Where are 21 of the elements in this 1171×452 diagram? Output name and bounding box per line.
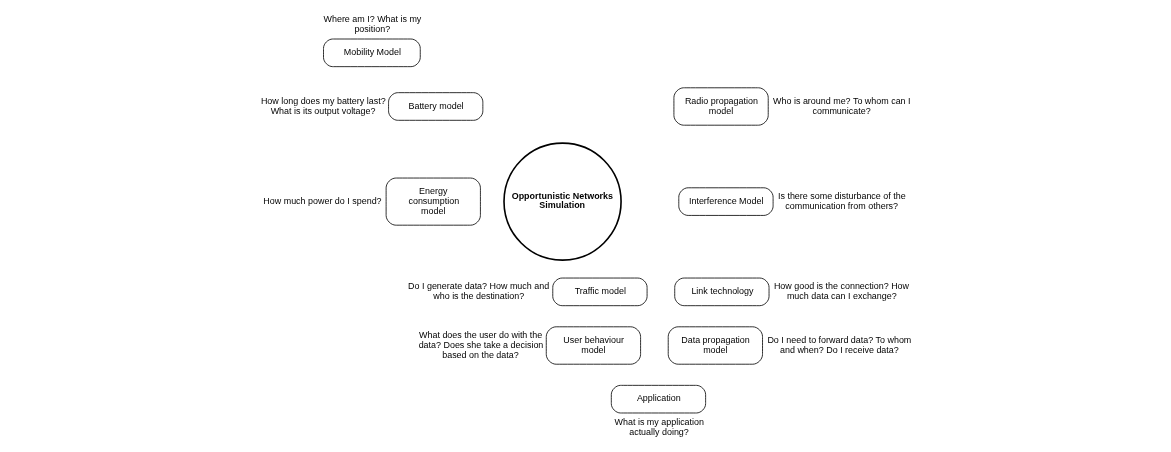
node-box: Interference Model xyxy=(678,187,774,216)
node-box: Link technology xyxy=(674,277,770,307)
node-box: Application xyxy=(610,384,707,414)
node-label: Do I generate data? How much and who is the destination? xyxy=(408,281,550,302)
node-label: Where am I? What is my position? xyxy=(323,13,422,34)
node-box: Mobility Model xyxy=(323,38,421,68)
node-label: Is there some disturbance of the communication from others? xyxy=(777,191,906,211)
node-label: Do I need to forward data? To whom and when? Do I receive data? xyxy=(767,334,912,355)
node-label: What does the user do with the data? Does she take a decision based on the data? xyxy=(418,330,544,360)
node-box: Energy consumption model xyxy=(385,177,481,226)
node-box: Traffic model xyxy=(552,277,648,307)
node-label: How long does my battery last? What is its output voltage? xyxy=(260,95,386,116)
node-circle: Opportunistic Networks Simulation xyxy=(503,142,622,261)
node-label: How good is the connection? How much data can I exchange? xyxy=(773,281,910,302)
node-box: User behaviour model xyxy=(545,326,641,365)
node-box: Battery model xyxy=(388,92,484,121)
node-label: What is my application actually doing? xyxy=(614,417,704,437)
node-label: How much power do I spend? xyxy=(263,195,382,206)
node-label: Who is around me? To whom can I communicate? xyxy=(773,95,911,116)
node-box: Data propagation model xyxy=(667,326,763,365)
node-box: Radio propagation model xyxy=(673,87,769,126)
